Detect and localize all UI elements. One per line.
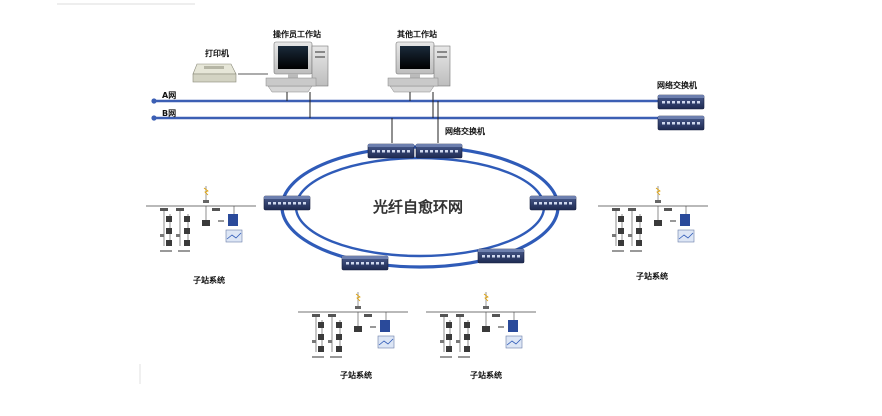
ring-switch-4 bbox=[529, 195, 577, 211]
printer: 打印机 bbox=[192, 48, 237, 83]
ring-switch-5 bbox=[341, 255, 389, 271]
switch-ring-label: 网络交换机 bbox=[445, 126, 485, 136]
bus-a-label: A网 bbox=[162, 91, 176, 100]
operator-workstation-label: 操作员工作站 bbox=[273, 29, 321, 39]
ring-switch-6 bbox=[477, 248, 525, 264]
ring-switch-3 bbox=[263, 195, 311, 211]
bus-a-end bbox=[151, 98, 157, 104]
switch-top-label: 网络交换机 bbox=[657, 80, 697, 90]
switch-top-b bbox=[657, 115, 705, 131]
ring-switch-2 bbox=[415, 143, 463, 159]
ring-switch-1 bbox=[367, 143, 415, 159]
bus-b-end bbox=[151, 115, 157, 121]
substation-bottom-left bbox=[297, 291, 409, 359]
substation-right-label: 子站系统 bbox=[636, 271, 668, 281]
substation-left bbox=[145, 185, 257, 253]
ring-label: 光纤自愈环网 bbox=[372, 198, 463, 216]
operator-workstation bbox=[265, 41, 329, 93]
switch-top-group: 网络交换机 bbox=[657, 80, 705, 131]
substation-bottom-right-label: 子站系统 bbox=[470, 370, 502, 380]
substation-bottom-right bbox=[425, 291, 537, 359]
switch-top-a bbox=[657, 94, 705, 110]
substation-left-label: 子站系统 bbox=[193, 275, 225, 285]
substation-right bbox=[597, 185, 709, 253]
network-buses: A网 B网 bbox=[151, 91, 660, 121]
printer-label: 打印机 bbox=[205, 48, 229, 58]
other-workstation bbox=[387, 41, 451, 93]
substation-bottom-left-label: 子站系统 bbox=[340, 370, 372, 380]
bus-b-label: B网 bbox=[162, 109, 176, 118]
other-workstation-label: 其他工作站 bbox=[397, 29, 437, 39]
